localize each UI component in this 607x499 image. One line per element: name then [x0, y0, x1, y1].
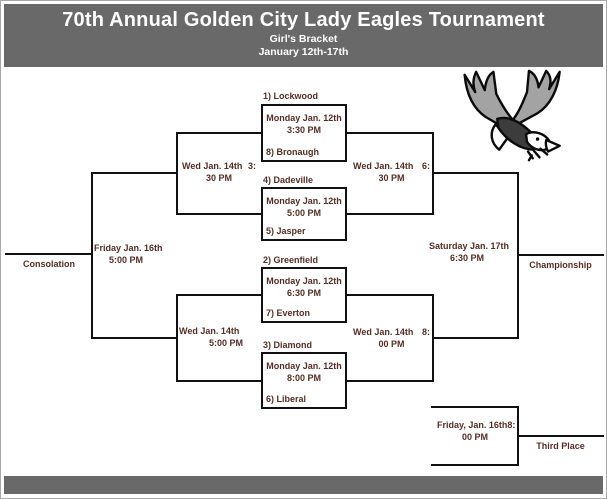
seed-team-label: 7) Everton — [266, 308, 311, 318]
slot-time-prefix: 8: — [507, 420, 516, 430]
seed-team-label: 6) Liberal — [266, 394, 307, 404]
seed-team-label: 3) Diamond — [263, 340, 313, 350]
slot-time-prefix: 8: — [421, 327, 430, 337]
third-place-game-slot: Friday, Jan. 16th 8: 00 PM — [437, 419, 516, 443]
slot-date: Wed Jan. 14th — [353, 327, 414, 337]
game-box-3: Monday Jan. 12th 6:30 PM 7) Everton — [261, 267, 347, 323]
slot-time-prefix: 6: — [421, 161, 430, 171]
bracket-line — [432, 337, 519, 339]
bracket-line — [345, 213, 434, 215]
slot-date: Saturday Jan. 17th — [429, 241, 510, 251]
slot-time: 6:30 PM — [449, 253, 484, 263]
bracket-line — [91, 172, 178, 174]
consolation-label: Consolation — [23, 259, 75, 269]
seed-team-label: 1) Lockwood — [263, 91, 319, 101]
slot-time: 5:00 PM — [208, 338, 243, 348]
slot-time: 00 PM — [378, 339, 405, 349]
game-date: Monday Jan. 12th — [266, 361, 342, 371]
page-title: 70th Annual Golden City Lady Eagles Tour… — [62, 9, 545, 31]
seed-team-label: 8) Bronaugh — [266, 147, 319, 157]
game-box-1: Monday Jan. 12th 3:30 PM 8) Bronaugh — [261, 104, 347, 162]
bracket-line — [345, 294, 434, 296]
game-date: Monday Jan. 12th — [266, 113, 342, 123]
slot-time: 00 PM — [461, 432, 488, 442]
game-box-4: Monday Jan. 12th 8:00 PM 6) Liberal — [261, 352, 347, 409]
right-semi-top-slot: Wed Jan. 14th 6: 30 PM — [353, 160, 430, 184]
game-time: 8:00 PM — [286, 373, 321, 383]
seed-team-label: 4) Dadeville — [263, 175, 314, 185]
game-box-2: Monday Jan. 12th 5:00 PM 5) Jasper — [261, 187, 347, 241]
right-semi-bottom-slot: Wed Jan. 14th 8: 00 PM — [353, 326, 430, 350]
bracket-line — [517, 435, 604, 437]
bracket-line — [91, 337, 178, 339]
game-time: 6:30 PM — [286, 288, 321, 298]
bracket-line — [176, 380, 263, 382]
bracket-line — [176, 294, 263, 296]
seed-team-label: 5) Jasper — [266, 226, 306, 236]
slot-time-prefix: 3: — [247, 161, 256, 171]
game-time: 5:00 PM — [286, 208, 321, 218]
left-semi-bottom-slot: Wed Jan. 14th 5:00 PM — [179, 325, 243, 349]
bracket-line — [517, 254, 604, 256]
bracket-line — [345, 132, 434, 134]
championship-game-slot: Saturday Jan. 17th 6:30 PM — [429, 240, 510, 264]
footer-bar — [4, 476, 603, 494]
game-date: Monday Jan. 12th — [266, 196, 342, 206]
championship-label: Championship — [529, 260, 592, 270]
bracket-line — [431, 464, 519, 466]
date-range: January 12th-17th — [258, 46, 349, 58]
game-date: Monday Jan. 12th — [266, 276, 342, 286]
bracket-line — [176, 213, 263, 215]
bracket-line — [431, 406, 519, 408]
bracket-line — [91, 172, 93, 339]
bracket-line — [345, 380, 434, 382]
third-place-label: Third Place — [536, 441, 585, 451]
tournament-header: 70th Annual Golden City Lady Eagles Tour… — [4, 4, 603, 67]
left-semi-top-slot: Wed Jan. 14th 3: 30 PM — [182, 160, 256, 184]
consolation-game-slot: Friday Jan. 16th 5:00 PM — [94, 242, 163, 266]
slot-date: Friday, Jan. 16th — [437, 420, 508, 430]
eagle-logo-icon — [453, 69, 578, 170]
game-time: 3:30 PM — [286, 125, 321, 135]
slot-time: 5:00 PM — [108, 255, 143, 265]
slot-date: Wed Jan. 14th — [182, 161, 243, 171]
slot-date: Wed Jan. 14th — [353, 161, 414, 171]
slot-time: 30 PM — [205, 173, 232, 183]
seed-team-label: 2) Greenfield — [263, 255, 319, 265]
bracket-subtitle: Girl's Bracket — [269, 33, 338, 45]
slot-date: Wed Jan. 14th — [179, 326, 240, 336]
bracket-line — [432, 172, 519, 174]
slot-time: 30 PM — [378, 173, 405, 183]
bracket-line — [5, 253, 93, 255]
slot-date: Friday Jan. 16th — [94, 243, 163, 253]
bracket-line — [176, 132, 263, 134]
